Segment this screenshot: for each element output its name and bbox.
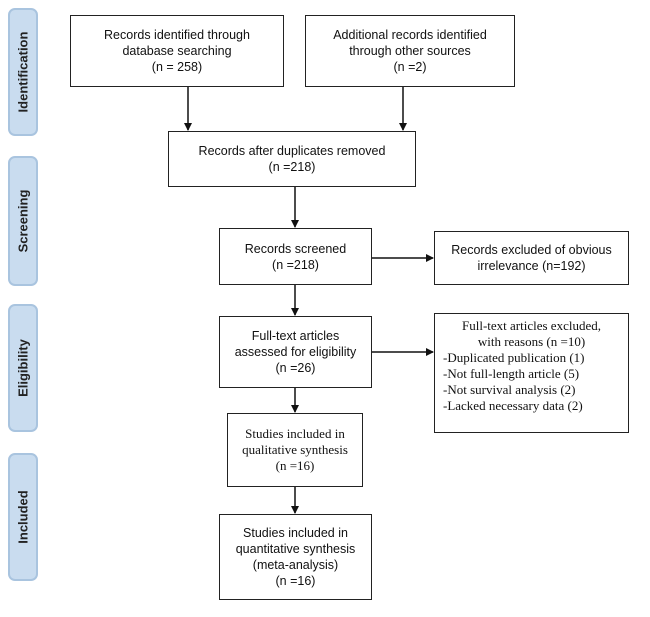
phase-eligibility: Eligibility xyxy=(8,304,38,432)
exclusion-reason: -Lacked necessary data (2) xyxy=(443,398,583,413)
phase-screening: Screening xyxy=(8,156,38,286)
box-qualitative-synthesis: Studies included in qualitative synthesi… xyxy=(227,413,363,487)
box-line: qualitative synthesis xyxy=(242,442,348,457)
exclusion-reason: -Duplicated publication (1) xyxy=(443,350,585,365)
box-line: Records excluded of obvious xyxy=(451,243,612,257)
exclusion-reason: -Not full-length article (5) xyxy=(443,366,580,381)
box-line: Records screened xyxy=(244,241,347,256)
box-line: assessed for eligibility xyxy=(234,345,357,359)
phase-included: Included xyxy=(8,453,38,581)
box-line: Records identified through xyxy=(104,28,250,42)
box-line: Full-text articles xyxy=(251,329,340,343)
box-other-sources: Additional records identified through ot… xyxy=(305,15,515,87)
box-records-screened: Records screened (n =218) xyxy=(219,228,372,285)
box-line: Records after duplicates removed xyxy=(198,144,386,158)
box-line: (n =218) xyxy=(268,160,316,174)
box-excluded-irrelevance: Records excluded of obvious irrelevance … xyxy=(434,231,629,285)
box-line: Full-text articles excluded, xyxy=(462,318,601,333)
box-fulltext-assessed: Full-text articles assessed for eligibil… xyxy=(219,316,372,388)
box-line: (n = 258) xyxy=(151,60,203,74)
box-line: through other sources xyxy=(349,44,471,58)
box-database-search: Records identified through database sear… xyxy=(70,15,284,87)
box-line: (n =16) xyxy=(275,574,316,588)
box-line: (meta-analysis) xyxy=(252,558,339,572)
box-quantitative-synthesis: Studies included in quantitative synthes… xyxy=(219,514,372,600)
box-line: quantitative synthesis xyxy=(235,542,356,556)
box-line: (n =26) xyxy=(275,361,316,375)
box-line: (n =16) xyxy=(275,458,315,473)
box-after-duplicates: Records after duplicates removed (n =218… xyxy=(168,131,416,187)
box-line: (n =218) xyxy=(272,257,319,272)
box-line: irrelevance (n=192) xyxy=(477,259,586,273)
phase-identification: Identification xyxy=(8,8,38,136)
box-line: Studies included in xyxy=(243,526,348,540)
box-fulltext-excluded: Full-text articles excluded, with reason… xyxy=(434,313,629,433)
exclusion-reason: -Not survival analysis (2) xyxy=(443,382,576,397)
box-line: Additional records identified xyxy=(333,28,487,42)
box-line: database searching xyxy=(122,44,232,58)
box-line: (n =2) xyxy=(393,60,427,74)
box-line: Studies included in xyxy=(245,426,345,441)
box-line: with reasons (n =10) xyxy=(477,334,586,349)
